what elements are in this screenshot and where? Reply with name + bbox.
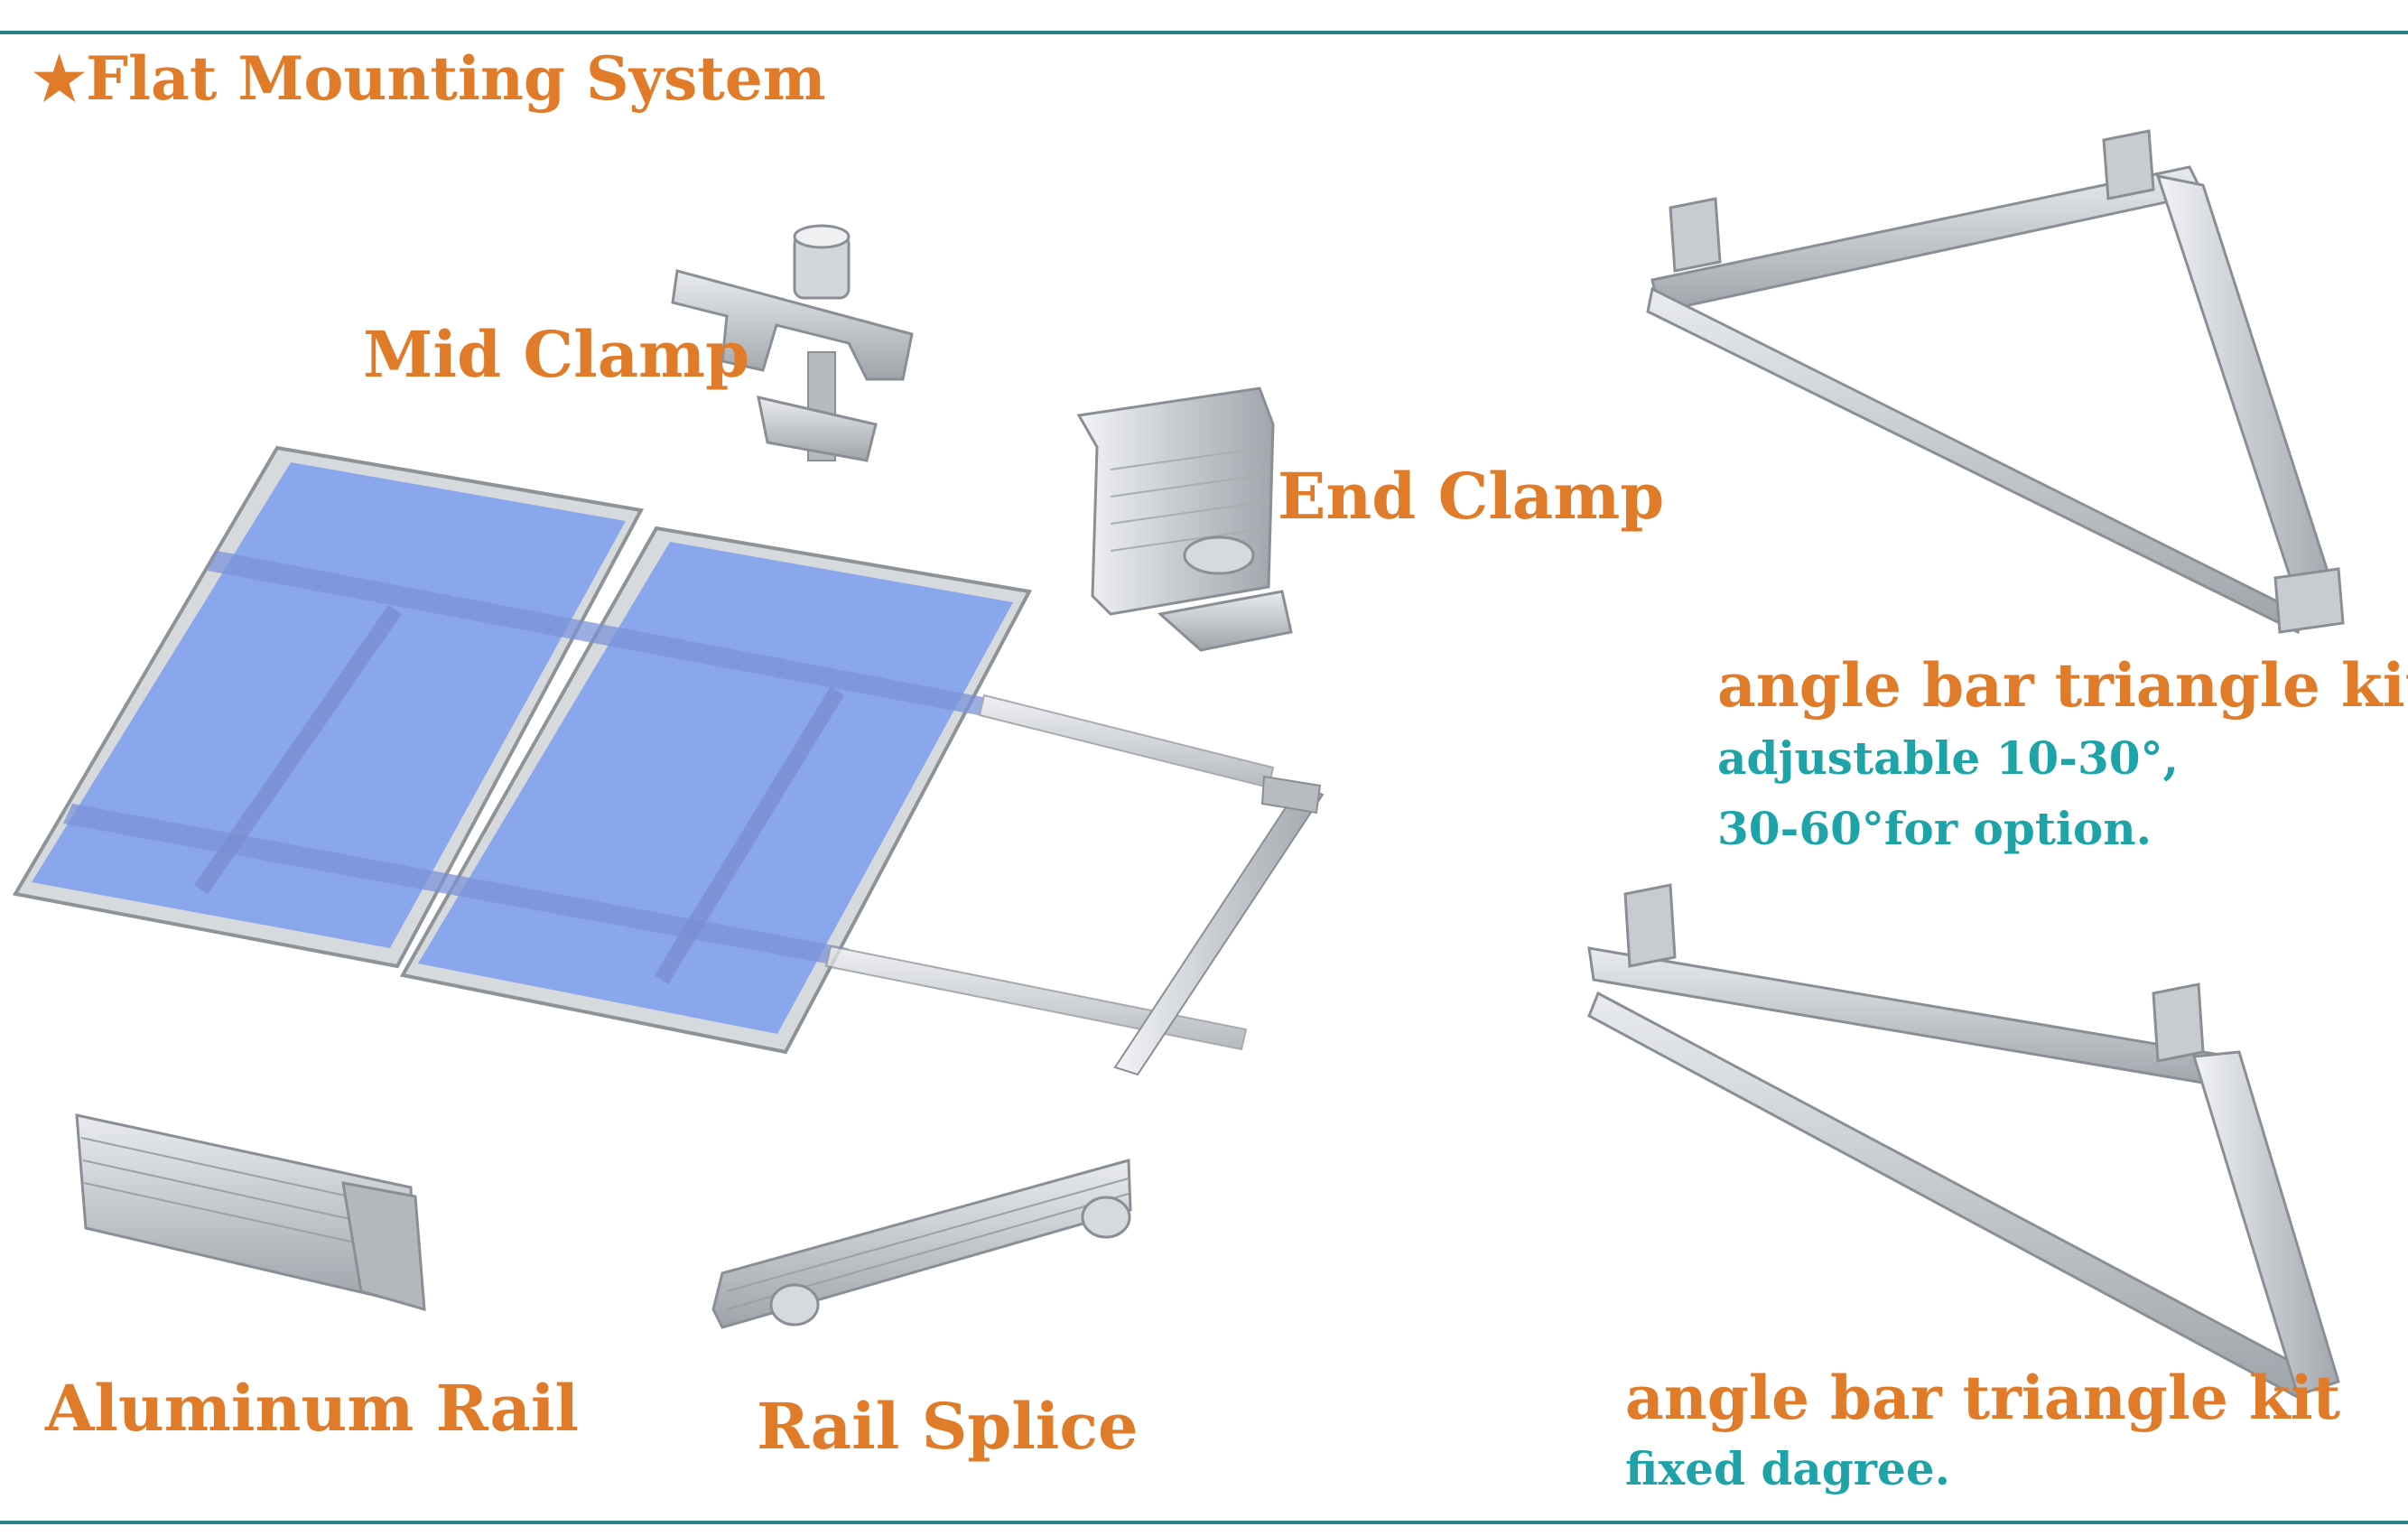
bottom-rule <box>0 1521 2408 1524</box>
rail-splice-label: Rail Splice <box>757 1389 1139 1464</box>
star-icon: ★ <box>33 43 87 114</box>
adjustable-kit-line2: 30-60°for option. <box>1717 802 2152 855</box>
page-title-text: Flat Mounting System <box>86 43 826 114</box>
rail-lower <box>63 804 1248 1051</box>
adjustable-kit-title: angle bar triangle kit <box>1717 650 2408 721</box>
fixed-kit-title: angle bar triangle kit <box>1625 1363 2341 1433</box>
aluminum-rail-label: Aluminum Rail <box>45 1371 580 1446</box>
top-rule <box>0 31 2408 34</box>
page-title: ★Flat Mounting System <box>33 49 826 108</box>
mid-clamp-label: Mid Clamp <box>363 317 750 392</box>
end-clamp-label: End Clamp <box>1278 459 1665 534</box>
adjustable-kit-line1: adjustable 10-30°, <box>1717 731 2179 785</box>
fixed-kit-line1: fixed dagree. <box>1625 1442 1951 1495</box>
